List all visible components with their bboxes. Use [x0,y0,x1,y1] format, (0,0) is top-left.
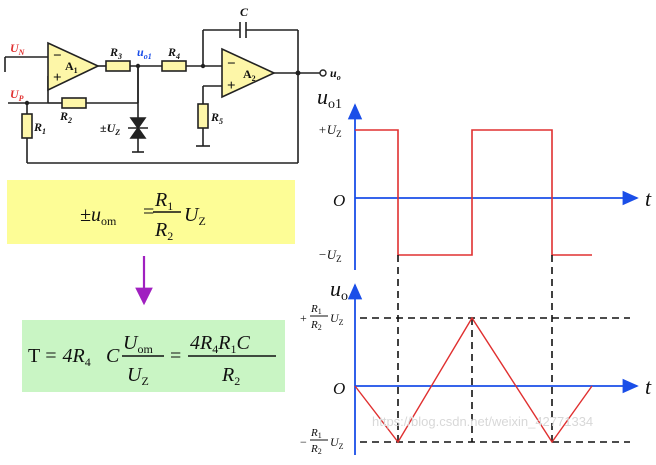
graph-top-ylabel: uo1 [317,84,342,112]
graph-bottom-tick-pos-num: R1 [310,303,322,316]
graph-bottom-tick-neg-sign: − [300,435,307,449]
graph-bottom-xlabel: t [645,374,652,399]
formula1-eq: = [143,201,154,223]
a2-minus: − [227,56,236,72]
c-label: C [240,5,249,19]
label-up: UP [10,87,24,103]
guide-lines [360,255,630,443]
graph-top-origin: O [333,191,345,210]
formula2-eq1: = 4R4 [44,345,91,369]
graph-bottom-ylabel: uo [330,276,348,304]
formula2-eq2: = [170,345,181,367]
r2-label: R2 [59,109,72,125]
r4-label: R4 [167,45,180,61]
r4-resistor [161,60,187,72]
a1-label: A1 [65,59,78,75]
formula2: T = 4R4 C Uom UZ = 4R4R1C R2 [28,332,276,388]
graph-bottom-tick-pos-den: R2 [310,319,322,332]
graph-bottom: uo t O + R1 R2 UZ − R1 R2 UZ [300,276,652,456]
zener-diode-top [129,117,147,130]
output-terminal [319,69,327,77]
r1-label: R1 [33,120,46,136]
formula2-t: T [28,345,40,367]
r3-label: R3 [109,45,122,61]
formula2-frac-den: UZ [127,364,149,388]
uo-label: uo [330,66,341,82]
r3-resistor [105,60,131,72]
a2-plus: + [227,78,236,94]
graph-bottom-tick-neg-den: R2 [310,443,322,456]
circuit [4,22,320,164]
uo1-label: uo1 [137,45,152,61]
formula2-den2: R2 [221,364,240,388]
formula1-box [7,180,295,244]
graph-bottom-tick-pos-sign: + [300,311,307,325]
formula1-tail: UZ [184,204,206,228]
r5-label: R5 [210,110,223,126]
graph-bottom-tick-pos-u: UZ [330,311,344,327]
formula1-num: R1 [154,189,173,213]
opamp-a1 [47,41,100,92]
up-node-dot [24,100,30,106]
graph-bottom-origin: O [333,379,345,398]
watermark: https://blog.csdn.net/weixin_42771334 [372,414,593,429]
formula1: ±uom = R1 R2 UZ [80,189,206,243]
a2-label: A2 [243,67,256,83]
a1-plus: + [53,70,62,86]
graph-top-tick-pos: +UZ [318,122,342,139]
r5-resistor [197,103,209,129]
uz-label: ±UZ [100,121,120,137]
formula1-den: R2 [154,219,173,243]
a1-minus: − [53,48,62,64]
graph-top-tick-neg: −UZ [318,247,342,264]
uo1-square-wave [355,129,592,256]
graph-bottom-tick-neg-num: R1 [310,427,322,440]
label-un: UN [10,41,26,57]
formula2-num2: 4R4R1C [190,332,250,356]
graph-top-xlabel: t [645,186,652,211]
output-node-dot [295,70,301,76]
formula2-c: C [106,345,120,367]
graph-top: uo1 t +UZ O −UZ [317,84,652,270]
opamp-a2 [221,47,276,99]
r2-resistor [61,97,87,109]
graph-bottom-tick-neg-u: UZ [330,435,344,451]
uo-triangle-wave [354,316,593,444]
uo1-node-dot [135,63,141,69]
r1-resistor [21,113,33,139]
formula2-frac-num: Uom [123,332,153,356]
formula1-lhs: ±uom [80,204,117,228]
r4-node-dot [200,63,206,69]
zener-diode-bottom [129,126,147,139]
